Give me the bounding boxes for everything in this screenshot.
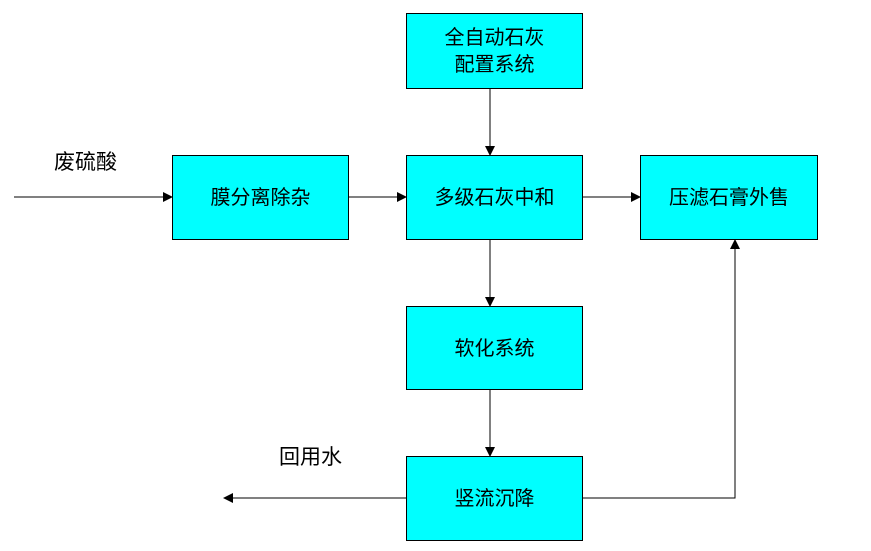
node-membrane: 膜分离除杂 xyxy=(172,155,349,240)
node-lime-system-line1: 全自动石灰 xyxy=(444,25,545,49)
node-lime-system-line2: 配置系统 xyxy=(454,52,535,76)
node-gypsum-label: 压滤石膏外售 xyxy=(669,185,789,209)
node-gypsum: 压滤石膏外售 xyxy=(640,155,818,240)
node-neutralization: 多级石灰中和 xyxy=(406,155,583,240)
node-settling-label: 竖流沉降 xyxy=(454,486,535,510)
node-membrane-label: 膜分离除杂 xyxy=(210,185,311,209)
node-lime-system: 全自动石灰 配置系统 xyxy=(406,13,583,89)
input-label: 废硫酸 xyxy=(54,150,117,174)
node-softening-label: 软化系统 xyxy=(454,335,535,360)
node-softening: 软化系统 xyxy=(406,306,583,390)
node-neutralization-label: 多级石灰中和 xyxy=(434,185,555,209)
arrow-settling-to-gypsum xyxy=(582,239,740,499)
node-settling: 竖流沉降 xyxy=(406,456,583,541)
output-label: 回用水 xyxy=(279,445,342,469)
